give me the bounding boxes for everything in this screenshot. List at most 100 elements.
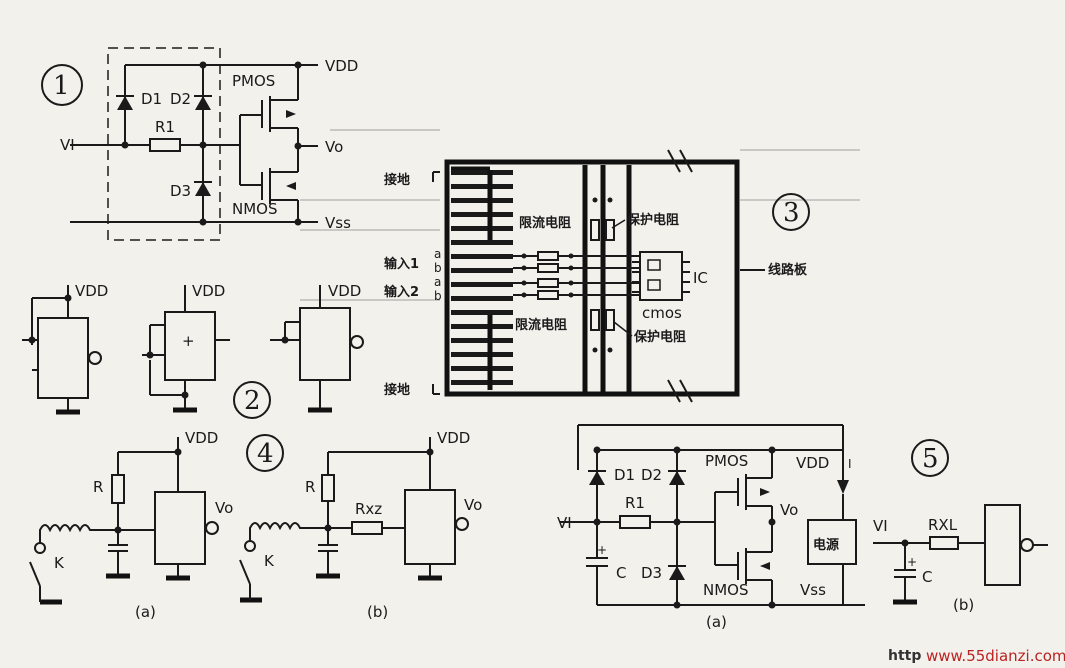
fig2-vdd-a: VDD [75, 282, 108, 300]
fig5a-r1: R1 [625, 494, 645, 512]
figure-4-input-switch: 4 VDD R K Vo (a) [29, 429, 482, 621]
figure-1-input-protection: 1 [41, 47, 358, 241]
fig5a-vss: Vss [800, 581, 826, 599]
pcb-input-1: 输入1 [384, 256, 419, 272]
fig5a-d2: D2 [641, 466, 662, 484]
pcb-limit-resistor-bottom: 限流电阻 [515, 317, 567, 333]
figure-3-pcb-layout: 接地 接地 输入1 输入2 a b a b 限流电阻 限流电阻 保护电阻 保护电… [384, 149, 810, 403]
fig5a-pmos-label: PMOS [705, 452, 748, 470]
fig1-d2-label: D2 [170, 90, 191, 108]
fig5a-diode-d1 [589, 471, 605, 485]
fig4a-vdd: VDD [185, 429, 218, 447]
marker-3: 3 [783, 198, 800, 228]
resistor-r-b [321, 474, 335, 502]
fig1-vi-label: VI [60, 136, 75, 154]
fig5b-plus: + [907, 555, 917, 569]
fig5a-vo: Vo [780, 501, 798, 519]
fig1-vss-label: Vss [325, 214, 351, 232]
fig5a-d1: D1 [614, 466, 635, 484]
figure-2-unused-inputs: VDD + VDD VDD 2 [22, 282, 364, 419]
fig5a-nmos [737, 548, 773, 605]
marker-circle-2 [233, 381, 271, 419]
pcb-board-outline [444, 159, 740, 397]
resistor-r1 [149, 138, 181, 152]
fig4b-r: R [305, 478, 315, 496]
fig5b-rxl: RXL [928, 516, 958, 534]
fig5b-caption: (b) [953, 596, 974, 614]
marker-circle-1 [41, 64, 83, 106]
fig5b-c: C [922, 568, 932, 586]
nmos-transistor [261, 168, 299, 222]
fig2-vdd-c: VDD [328, 282, 361, 300]
background-scan-noise [300, 129, 860, 301]
gate-a [37, 317, 89, 399]
watermark-site: www.55dianzi.com [926, 647, 1065, 665]
fig5a-c: C [616, 564, 626, 582]
resistor-rxl [929, 536, 959, 550]
fig1-vo-label: Vo [325, 138, 343, 156]
fig1-vdd-label: VDD [325, 57, 358, 75]
gate-4b [404, 489, 456, 565]
pcb-protect-resistor-top: 保护电阻 [626, 212, 679, 228]
pcb-limit-resistor-top: 限流电阻 [519, 215, 571, 231]
resistor-r-a [111, 474, 125, 504]
pmos-transistor [261, 65, 299, 132]
fig5a-pmos [737, 450, 773, 510]
pcb-board-label: 线路板 [768, 262, 808, 278]
fig2-plus: + [182, 332, 195, 350]
fig4a-vo: Vo [215, 499, 233, 517]
pcb-cmos-label: cmos [642, 304, 682, 322]
fig1-d1-label: D1 [141, 90, 162, 108]
fig4a-caption: (a) [135, 603, 156, 621]
fig5a-caption: (a) [706, 613, 727, 631]
fig5a-power-label: 电源 [813, 537, 839, 553]
fig4b-caption: (b) [367, 603, 388, 621]
marker-5: 5 [922, 444, 939, 474]
pcb-input2-a: a [434, 275, 441, 289]
pcb-ground-bottom: 接地 [384, 382, 410, 398]
inductor-b [249, 522, 328, 541]
fig5a-d3: D3 [641, 564, 662, 582]
fig1-nmos-label: NMOS [232, 200, 278, 218]
diode-d3 [195, 182, 211, 196]
watermark-prefix: http [888, 648, 921, 664]
diode-d2 [195, 96, 211, 110]
fig5a-resistor-r1 [619, 515, 651, 529]
fig5a-diode-d2 [669, 471, 685, 485]
cmos-ic-chip [639, 251, 683, 301]
protection-resistors [590, 197, 615, 353]
fig1-pmos-label: PMOS [232, 72, 275, 90]
watermark: http www.55dianzi.com [888, 647, 1065, 665]
inductor-a [39, 524, 118, 543]
figure-5a-power-sequence: I + [557, 424, 865, 631]
input-traces [513, 251, 640, 300]
pcb-input1-a: a [434, 247, 441, 261]
fig4b-vo: Vo [464, 496, 482, 514]
marker-circle-3 [772, 193, 810, 231]
power-supply-box [807, 519, 857, 565]
fig4b-vdd: VDD [437, 429, 470, 447]
fig1-r1-label: R1 [155, 118, 175, 136]
marker-circle-5 [911, 439, 949, 477]
pcb-protect-resistor-bottom: 保护电阻 [633, 329, 686, 345]
marker-4: 4 [257, 439, 274, 469]
fig5a-cap-plus: + [597, 543, 607, 557]
fig5a-vdd: VDD [796, 454, 829, 472]
fig5a-nmos-label: NMOS [703, 581, 749, 599]
fig2-vdd-b: VDD [192, 282, 225, 300]
gate-b [164, 311, 216, 381]
fig5b-vi: VI [873, 517, 888, 535]
gate-4a [154, 491, 206, 565]
pcb-input1-b: b [434, 261, 442, 275]
marker-1: 1 [53, 71, 70, 101]
diode-d1 [117, 96, 133, 110]
gate-5b [984, 504, 1021, 586]
fig4a-r: R [93, 478, 103, 496]
pcb-ground-top: 接地 [384, 172, 410, 188]
pcb-ic-label: IC [693, 269, 708, 287]
fig4a-k: K [54, 554, 65, 572]
marker-circle-4 [246, 434, 284, 472]
pcb-input2-b: b [434, 289, 442, 303]
resistor-rxz [351, 521, 383, 535]
